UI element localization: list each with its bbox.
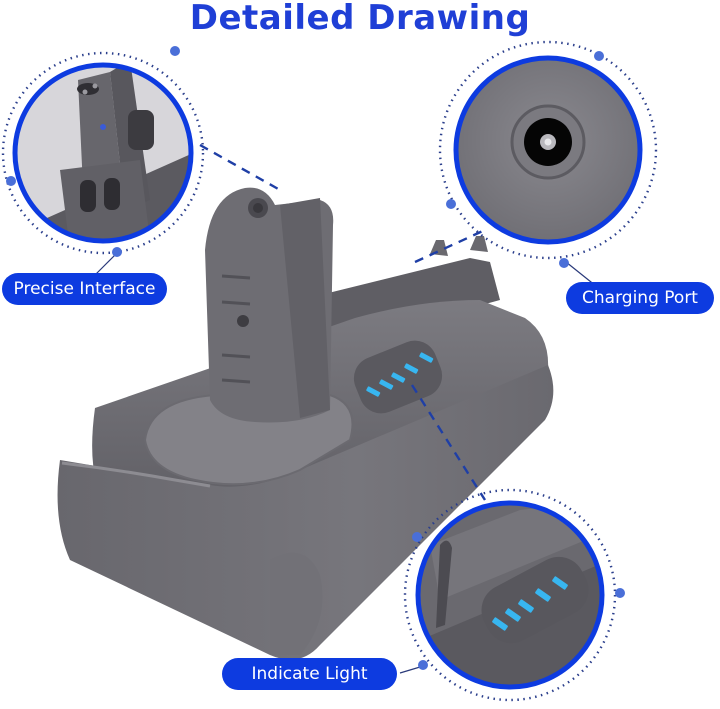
- led-indicator-lights: [366, 352, 434, 397]
- detail-circle-interface: [1, 46, 205, 257]
- label-charging-port: Charging Port: [566, 282, 714, 314]
- label-precise-interface: Precise Interface: [2, 273, 167, 305]
- label-indicate-light: Indicate Light: [222, 658, 397, 690]
- page-title: Detailed Drawing: [189, 0, 531, 38]
- detail-circle-indicator: [403, 488, 625, 702]
- detail-circle-charging-port: [438, 40, 658, 268]
- connector-lines: [199, 143, 487, 501]
- battery-main: [57, 187, 554, 660]
